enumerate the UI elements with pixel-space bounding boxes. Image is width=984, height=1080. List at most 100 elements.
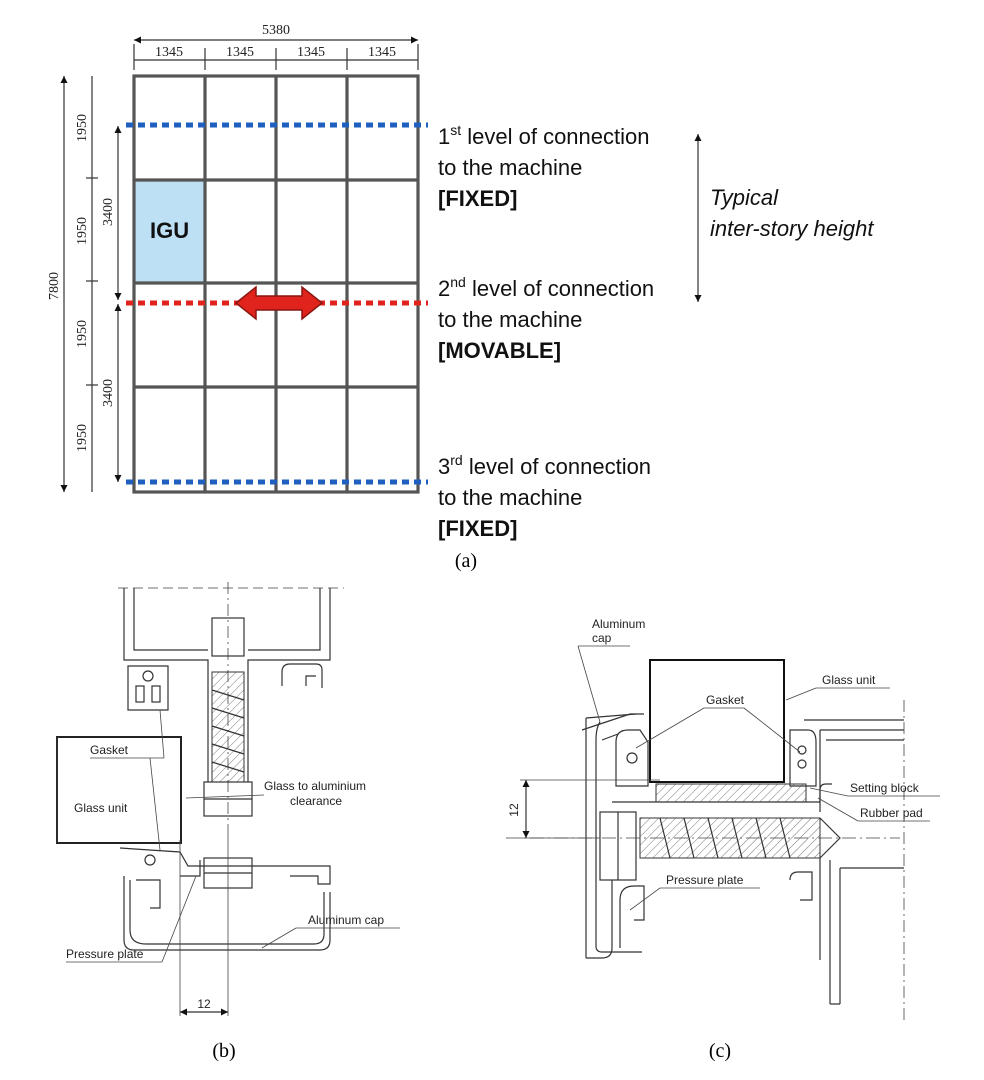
row-height-4: 1950 bbox=[75, 424, 90, 452]
gasket-hole-c bbox=[626, 752, 638, 764]
level-3-line2: to the machine bbox=[438, 485, 582, 510]
level-1-status: [FIXED] bbox=[438, 186, 517, 211]
pressure-plate-profile bbox=[119, 847, 331, 885]
gasket-label-c: Gasket bbox=[706, 693, 745, 707]
level-3-ordinal-suffix: rd bbox=[450, 452, 462, 468]
level-2-status: [MOVABLE] bbox=[438, 338, 561, 363]
story-height-2: 3400 bbox=[101, 379, 116, 407]
setting-block-label: Setting block bbox=[850, 781, 920, 795]
level-2-line1: 2nd level of connection bbox=[438, 274, 654, 301]
panel-b: 12 Gasket Glass unit Glass to aluminium … bbox=[56, 582, 400, 1062]
gasket-label: Gasket bbox=[90, 743, 129, 757]
mullion-profile-inner bbox=[133, 588, 321, 651]
total-height-label: 7800 bbox=[47, 272, 62, 300]
gasket-right-c bbox=[789, 729, 817, 787]
panel-a: 5380 1345 1345 1345 1345 7800 1950 1950 … bbox=[47, 23, 874, 572]
level-3-label: 3rd level of connection to the machine [… bbox=[438, 452, 651, 541]
module-width-3: 1345 bbox=[297, 45, 325, 60]
caption-c: (c) bbox=[709, 1040, 731, 1062]
module-width-1: 1345 bbox=[155, 45, 183, 60]
igu-panel bbox=[134, 180, 205, 282]
pressure-plate-label: Pressure plate bbox=[66, 947, 144, 961]
aluminum-cap-inner bbox=[129, 880, 325, 945]
leader bbox=[185, 794, 265, 799]
rubber-pad-label: Rubber pad bbox=[860, 806, 923, 820]
gasket-hole-c bbox=[797, 759, 807, 769]
level-1-ordinal-suffix: st bbox=[450, 122, 461, 138]
level-3-ordinal: 3 bbox=[438, 454, 450, 479]
leader bbox=[261, 927, 297, 949]
leader bbox=[817, 797, 859, 822]
gasket-slot bbox=[135, 685, 145, 703]
glass-unit bbox=[56, 736, 182, 844]
leader bbox=[785, 687, 817, 701]
level-1-line2: to the machine bbox=[438, 155, 582, 180]
level-2-line2: to the machine bbox=[438, 307, 582, 332]
top-dimensions: 5380 1345 1345 1345 1345 bbox=[133, 23, 419, 70]
gasket-hole-lower bbox=[144, 854, 156, 866]
panel-c: 12 Aluminum cap Gasket Glass unit Settin… bbox=[506, 617, 940, 1062]
typical-label: Typical bbox=[710, 185, 779, 210]
aluminum-cap-label-c-line2: cap bbox=[592, 631, 612, 645]
facade-grid: IGU bbox=[132, 74, 420, 494]
row-height-3: 1950 bbox=[75, 320, 90, 348]
leader bbox=[743, 707, 801, 753]
level-1-label: 1st level of connection to the machine [… bbox=[438, 122, 649, 211]
aluminum-cap-label-c: Aluminum bbox=[592, 617, 645, 631]
level-1-ordinal: 1 bbox=[438, 124, 450, 149]
level-3-line1: 3rd level of connection bbox=[438, 452, 651, 479]
level-2-label: 2nd level of connection to the machine [… bbox=[438, 274, 654, 363]
gasket-clip-right-upper bbox=[281, 663, 323, 688]
module-width-2: 1345 bbox=[226, 45, 254, 60]
screw-thread bbox=[211, 689, 245, 773]
story-height-1: 3400 bbox=[101, 198, 116, 226]
mullion-profile bbox=[123, 588, 331, 782]
caption-a: (a) bbox=[455, 550, 477, 572]
right-clip bbox=[789, 871, 813, 901]
row-height-2: 1950 bbox=[75, 217, 90, 245]
dim-12-label-c: 12 bbox=[507, 803, 521, 817]
gasket-left-upper bbox=[127, 665, 169, 711]
clearance-label-line1: Glass to aluminium bbox=[264, 779, 366, 793]
glass-unit-label: Glass unit bbox=[74, 801, 128, 815]
igu-label: IGU bbox=[150, 218, 189, 243]
inter-story-height-label: inter-story height bbox=[710, 216, 874, 241]
dim-12-label: 12 bbox=[197, 997, 211, 1011]
level-1-text: level of connection bbox=[461, 124, 649, 149]
right-profile-lower bbox=[819, 858, 904, 1005]
gasket-hole bbox=[142, 670, 154, 682]
cap-inner-left bbox=[595, 721, 642, 953]
total-width-label: 5380 bbox=[262, 23, 290, 38]
level-2-ordinal-suffix: nd bbox=[450, 274, 466, 290]
clearance-label-line2: clearance bbox=[290, 794, 342, 808]
level-2-text: level of connection bbox=[466, 276, 654, 301]
right-profile bbox=[804, 719, 904, 812]
cap-detail bbox=[136, 860, 201, 909]
setting-block bbox=[655, 783, 807, 803]
leader bbox=[161, 875, 197, 963]
row-height-1: 1950 bbox=[75, 114, 90, 142]
leader bbox=[809, 787, 849, 797]
screw-thread-c bbox=[659, 817, 791, 859]
level-3-text: level of connection bbox=[463, 454, 651, 479]
level-2-ordinal: 2 bbox=[438, 276, 450, 301]
module-width-4: 1345 bbox=[368, 45, 396, 60]
left-dimensions: 7800 1950 1950 1950 1950 3400 3400 bbox=[47, 76, 122, 492]
leader bbox=[149, 757, 161, 851]
gasket-slot bbox=[151, 685, 161, 703]
leader bbox=[577, 645, 601, 723]
leader bbox=[635, 707, 705, 749]
gasket-hole-c bbox=[797, 745, 807, 755]
screw-tip bbox=[819, 817, 841, 859]
gasket-left-c bbox=[615, 729, 649, 787]
double-arrow-icon bbox=[234, 285, 324, 321]
leader bbox=[629, 887, 661, 911]
caption-b: (b) bbox=[212, 1040, 235, 1062]
aluminum-cap-profile bbox=[123, 876, 331, 951]
cap-hook bbox=[619, 885, 645, 948]
level-1-line1: 1st level of connection bbox=[438, 122, 649, 149]
aluminum-cap-label: Aluminum cap bbox=[308, 913, 384, 927]
level-3-status: [FIXED] bbox=[438, 516, 517, 541]
cap-bottom bbox=[586, 870, 613, 959]
